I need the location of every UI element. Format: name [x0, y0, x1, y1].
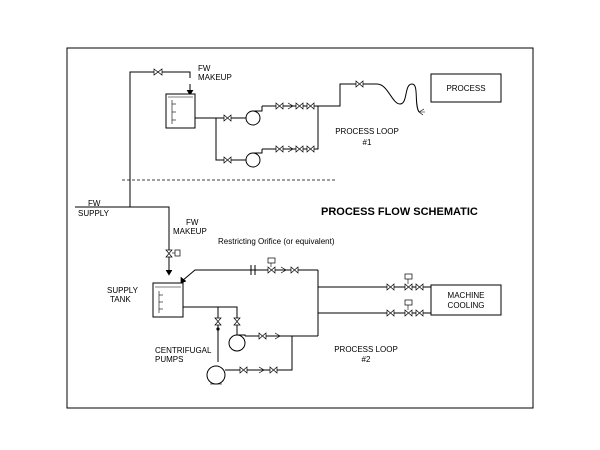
- makeup-valve-top: [153, 68, 163, 76]
- fw-makeup-bottom-label-1: FW: [186, 218, 199, 227]
- process-hose: [363, 83, 420, 113]
- machine-cooling-label-1: MACHINE: [448, 291, 485, 300]
- fw-supply-label-2: SUPPLY: [78, 209, 110, 218]
- fw-supply-riser: [75, 71, 191, 208]
- suction-valve-2: [223, 156, 232, 164]
- fw-supply-to-tank: [130, 206, 170, 273]
- suction-valve-4: [233, 317, 241, 326]
- centrifugal-pumps-label-2: PUMPS: [155, 355, 183, 364]
- tank-outlet-bottom: [183, 306, 238, 335]
- pump-1-top: [245, 106, 263, 126]
- process-loop2-label-2: #2: [362, 355, 371, 364]
- centrifugal-pump-2: [206, 365, 226, 385]
- restricting-orifice-label: Restricting Orifice (or equivalent): [218, 237, 335, 246]
- pump-2-top: [245, 149, 263, 168]
- supply-tank-label-2: TANK: [110, 295, 131, 304]
- machine-cooling-box: [430, 284, 502, 316]
- discharge-1-valves: [275, 102, 315, 110]
- process-tank-top: [165, 93, 196, 129]
- process-box: [430, 73, 502, 103]
- centrifugal-pumps-label-1: CENTRIFUGAL: [155, 346, 212, 355]
- return-line: [181, 269, 318, 282]
- process-loop2-label-1: PROCESS LOOP: [334, 345, 398, 354]
- machine-supply-valves: [386, 273, 424, 291]
- fw-makeup-top-label-2: MAKEUP: [198, 73, 232, 82]
- fw-makeup-bottom-label-2: MAKEUP: [173, 227, 207, 236]
- centrifugal-pump-1: [228, 334, 246, 352]
- machine-return-valves: [386, 299, 424, 317]
- discharge-2-valves: [275, 145, 315, 153]
- diagram-title: PROCESS FLOW SCHEMATIC: [321, 206, 478, 218]
- machine-cooling-label-2: COOLING: [448, 301, 485, 310]
- fw-supply-label-1: FW: [88, 199, 101, 208]
- process-box-label: PROCESS: [446, 84, 485, 93]
- supply-tank-label-1: SUPPLY: [107, 286, 139, 295]
- diagram-frame: [66, 47, 534, 409]
- pump-1-discharge-valves: [258, 332, 281, 340]
- pump-2-discharge-valves: [239, 366, 278, 374]
- suction-valve-1: [223, 114, 232, 122]
- hose-valve: [355, 80, 364, 88]
- restricting-orifice: [250, 265, 256, 275]
- tank-outlet-top: [195, 117, 248, 161]
- process-loop1-label-2: #1: [363, 138, 372, 147]
- makeup-valve-bottom: [165, 249, 181, 258]
- fw-makeup-top-label-1: FW: [198, 64, 211, 73]
- supply-tank: [152, 282, 184, 318]
- process-loop1-label-1: PROCESS LOOP: [335, 127, 399, 136]
- discharge-line-2: [262, 106, 319, 150]
- spray-nozzle: [418, 108, 425, 116]
- return-valves: [267, 257, 299, 274]
- suction-valve-3: [214, 317, 222, 326]
